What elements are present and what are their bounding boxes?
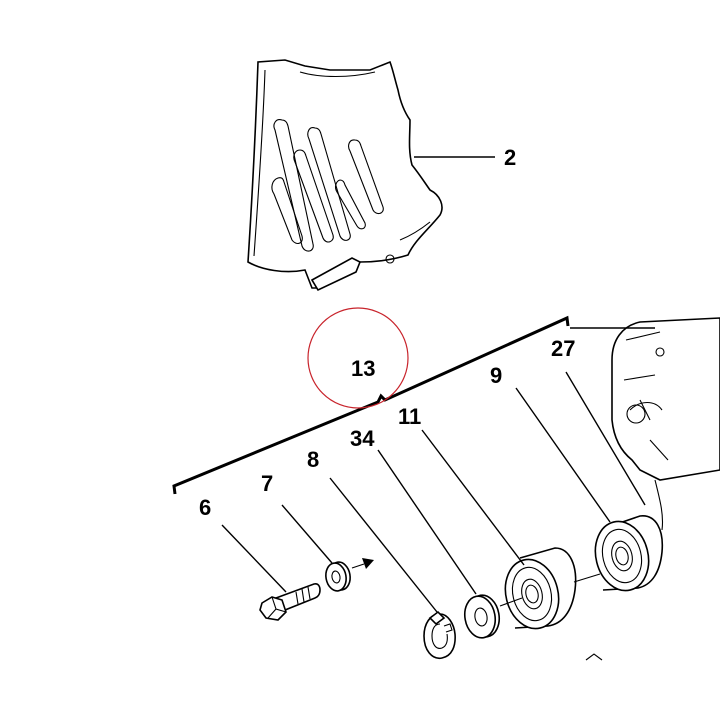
callout-13[interactable]: 13 bbox=[351, 356, 375, 381]
leader-line-27b bbox=[565, 371, 646, 506]
highlight-circle bbox=[307, 307, 409, 409]
part-6-bolt[interactable] bbox=[259, 583, 321, 621]
assembly-axis bbox=[499, 597, 523, 607]
callout-9[interactable]: 9 bbox=[490, 363, 502, 388]
callout-7[interactable]: 7 bbox=[261, 471, 273, 496]
callout-11[interactable]: 11 bbox=[398, 404, 421, 429]
part-7-washer[interactable] bbox=[324, 560, 353, 592]
leader-line-6 bbox=[221, 524, 287, 593]
part-11-bearing[interactable] bbox=[498, 547, 577, 634]
leader-line-11 bbox=[421, 429, 525, 566]
part-27-housing[interactable] bbox=[611, 317, 720, 531]
assembly-bracket-13 bbox=[172, 315, 570, 495]
leader-line-7 bbox=[281, 504, 333, 564]
part-2-cover-plate[interactable] bbox=[247, 59, 443, 292]
leader-line-8 bbox=[329, 477, 438, 613]
callout-27[interactable]: 27 bbox=[551, 336, 575, 361]
part-9-bearing[interactable] bbox=[588, 515, 664, 597]
leader-line-9 bbox=[515, 387, 611, 523]
part-34-washer[interactable] bbox=[462, 593, 503, 641]
callout-2[interactable]: 2 bbox=[504, 145, 516, 170]
assembly-axis-2 bbox=[573, 573, 601, 583]
callout-6[interactable]: 6 bbox=[199, 495, 211, 520]
callout-34[interactable]: 34 bbox=[350, 426, 375, 451]
callout-8[interactable]: 8 bbox=[307, 447, 319, 472]
leader-line-34 bbox=[377, 449, 477, 595]
part-fragment bbox=[585, 653, 603, 661]
part-8-circlip[interactable] bbox=[423, 610, 456, 660]
direction-arrow bbox=[351, 558, 374, 569]
